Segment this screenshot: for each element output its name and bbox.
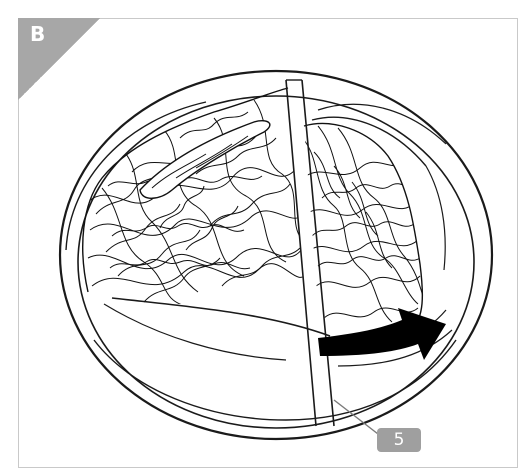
- fibre-outline: [82, 87, 424, 331]
- fibre-mass-left: [87, 99, 304, 305]
- panel-corner-tab: [18, 18, 100, 100]
- outer-bowl: [58, 69, 494, 441]
- panel-letter: B: [30, 22, 46, 46]
- callout-label-5: 5: [377, 428, 421, 452]
- direction-arrow-icon: [318, 308, 446, 360]
- callout-line: [333, 399, 379, 435]
- strip-5: [285, 79, 335, 427]
- figure-frame: [18, 18, 518, 468]
